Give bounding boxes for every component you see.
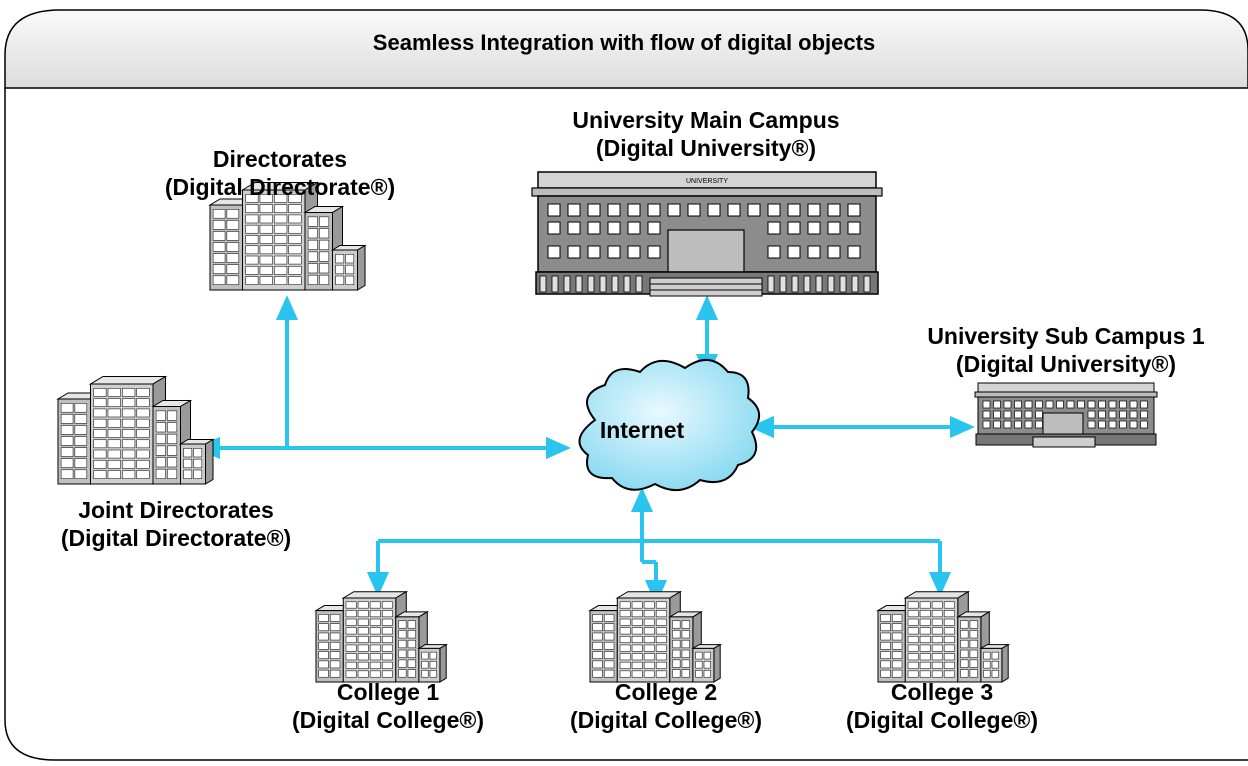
college-3-subtitle: (Digital College®) <box>845 706 1038 733</box>
directorates-name: Directorates <box>212 146 348 172</box>
sub-campus-name: University Sub Campus 1 <box>927 323 1205 349</box>
joint-directorates-label: Joint Directorates (Digital Directorate®… <box>10 497 342 552</box>
sub-campus-label: University Sub Campus 1 (Digital Univers… <box>880 323 1248 378</box>
internet-label: Internet <box>599 417 685 443</box>
college-2-building-icon <box>588 590 723 683</box>
diagram-title: Seamless Integration with flow of digita… <box>372 30 876 55</box>
sub-campus-subtitle: (Digital University®) <box>955 350 1177 377</box>
college-2-subtitle: (Digital College®) <box>569 706 762 733</box>
cloud-icon <box>578 359 760 491</box>
joint-directorates-building-icon <box>56 375 215 485</box>
college-2-label: College 2 (Digital College®) <box>536 679 796 734</box>
college-1-label: College 1 (Digital College®) <box>258 679 518 734</box>
frame-header-band <box>4 9 1248 89</box>
college-1-name: College 1 <box>336 679 440 705</box>
sub-campus-building-icon <box>974 382 1158 448</box>
directorates-label: Directorates (Digital Directorate®) <box>110 146 450 201</box>
college-3-name: College 3 <box>890 679 994 705</box>
main-campus-building-icon <box>531 171 883 297</box>
main-campus-name: University Main Campus <box>572 107 840 133</box>
directorates-subtitle: (Digital Directorate®) <box>164 173 396 200</box>
main-campus-label: University Main Campus (Digital Universi… <box>500 107 912 162</box>
joint-directorates-name: Joint Directorates <box>78 497 274 523</box>
joint-directorates-subtitle: (Digital Directorate®) <box>60 524 292 551</box>
college-1-subtitle: (Digital College®) <box>291 706 484 733</box>
frame-border <box>4 88 1248 761</box>
college-1-building-icon <box>314 590 449 683</box>
college-3-label: College 3 (Digital College®) <box>812 679 1072 734</box>
directorates-building-icon <box>208 181 367 291</box>
main-campus-sign: UNIVERSITY <box>686 178 728 185</box>
college-3-building-icon <box>876 590 1011 683</box>
main-campus-subtitle: (Digital University®) <box>595 134 817 161</box>
college-2-name: College 2 <box>614 679 718 705</box>
